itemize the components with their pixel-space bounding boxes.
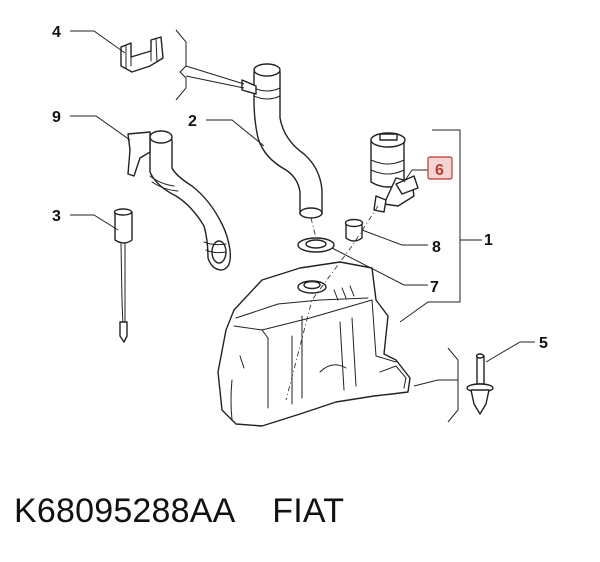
callout-2: 2 — [188, 113, 197, 130]
grommet-part-8 — [344, 218, 364, 242]
callout-6: 6 — [435, 162, 444, 179]
seal-ring-part-7 — [297, 237, 335, 253]
callout-5: 5 — [539, 335, 548, 352]
level-sensor-part-3 — [113, 208, 133, 343]
callout-7: 7 — [430, 279, 439, 296]
callout-3: 3 — [52, 208, 61, 225]
callout-9: 9 — [52, 109, 61, 126]
callout-4: 4 — [52, 24, 61, 41]
filler-hose-part-2 — [241, 63, 323, 219]
callout-8: 8 — [432, 239, 441, 256]
clip-part-4 — [120, 36, 164, 73]
part-caption: K68095288AA FIAT — [14, 492, 344, 531]
callout-labels: 4 9 2 3 6 1 8 7 5 — [52, 24, 548, 352]
washer-pump-part-6 — [370, 132, 419, 213]
callout-6-highlight: 6 — [427, 156, 453, 180]
assembly-axis-lines — [285, 205, 379, 401]
hose-bracket-part-9 — [127, 130, 232, 271]
callout-6-box — [427, 156, 453, 180]
part-number: K68095288AA — [14, 492, 234, 530]
brand-name: FIAT — [272, 492, 345, 530]
push-pin-part-5 — [466, 353, 494, 415]
washer-reservoir-part-1 — [217, 261, 411, 427]
leader-lines — [70, 30, 535, 387]
exploded-parts-diagram: 4 9 2 3 6 1 8 7 5 — [52, 24, 548, 427]
callout-1: 1 — [484, 232, 493, 249]
